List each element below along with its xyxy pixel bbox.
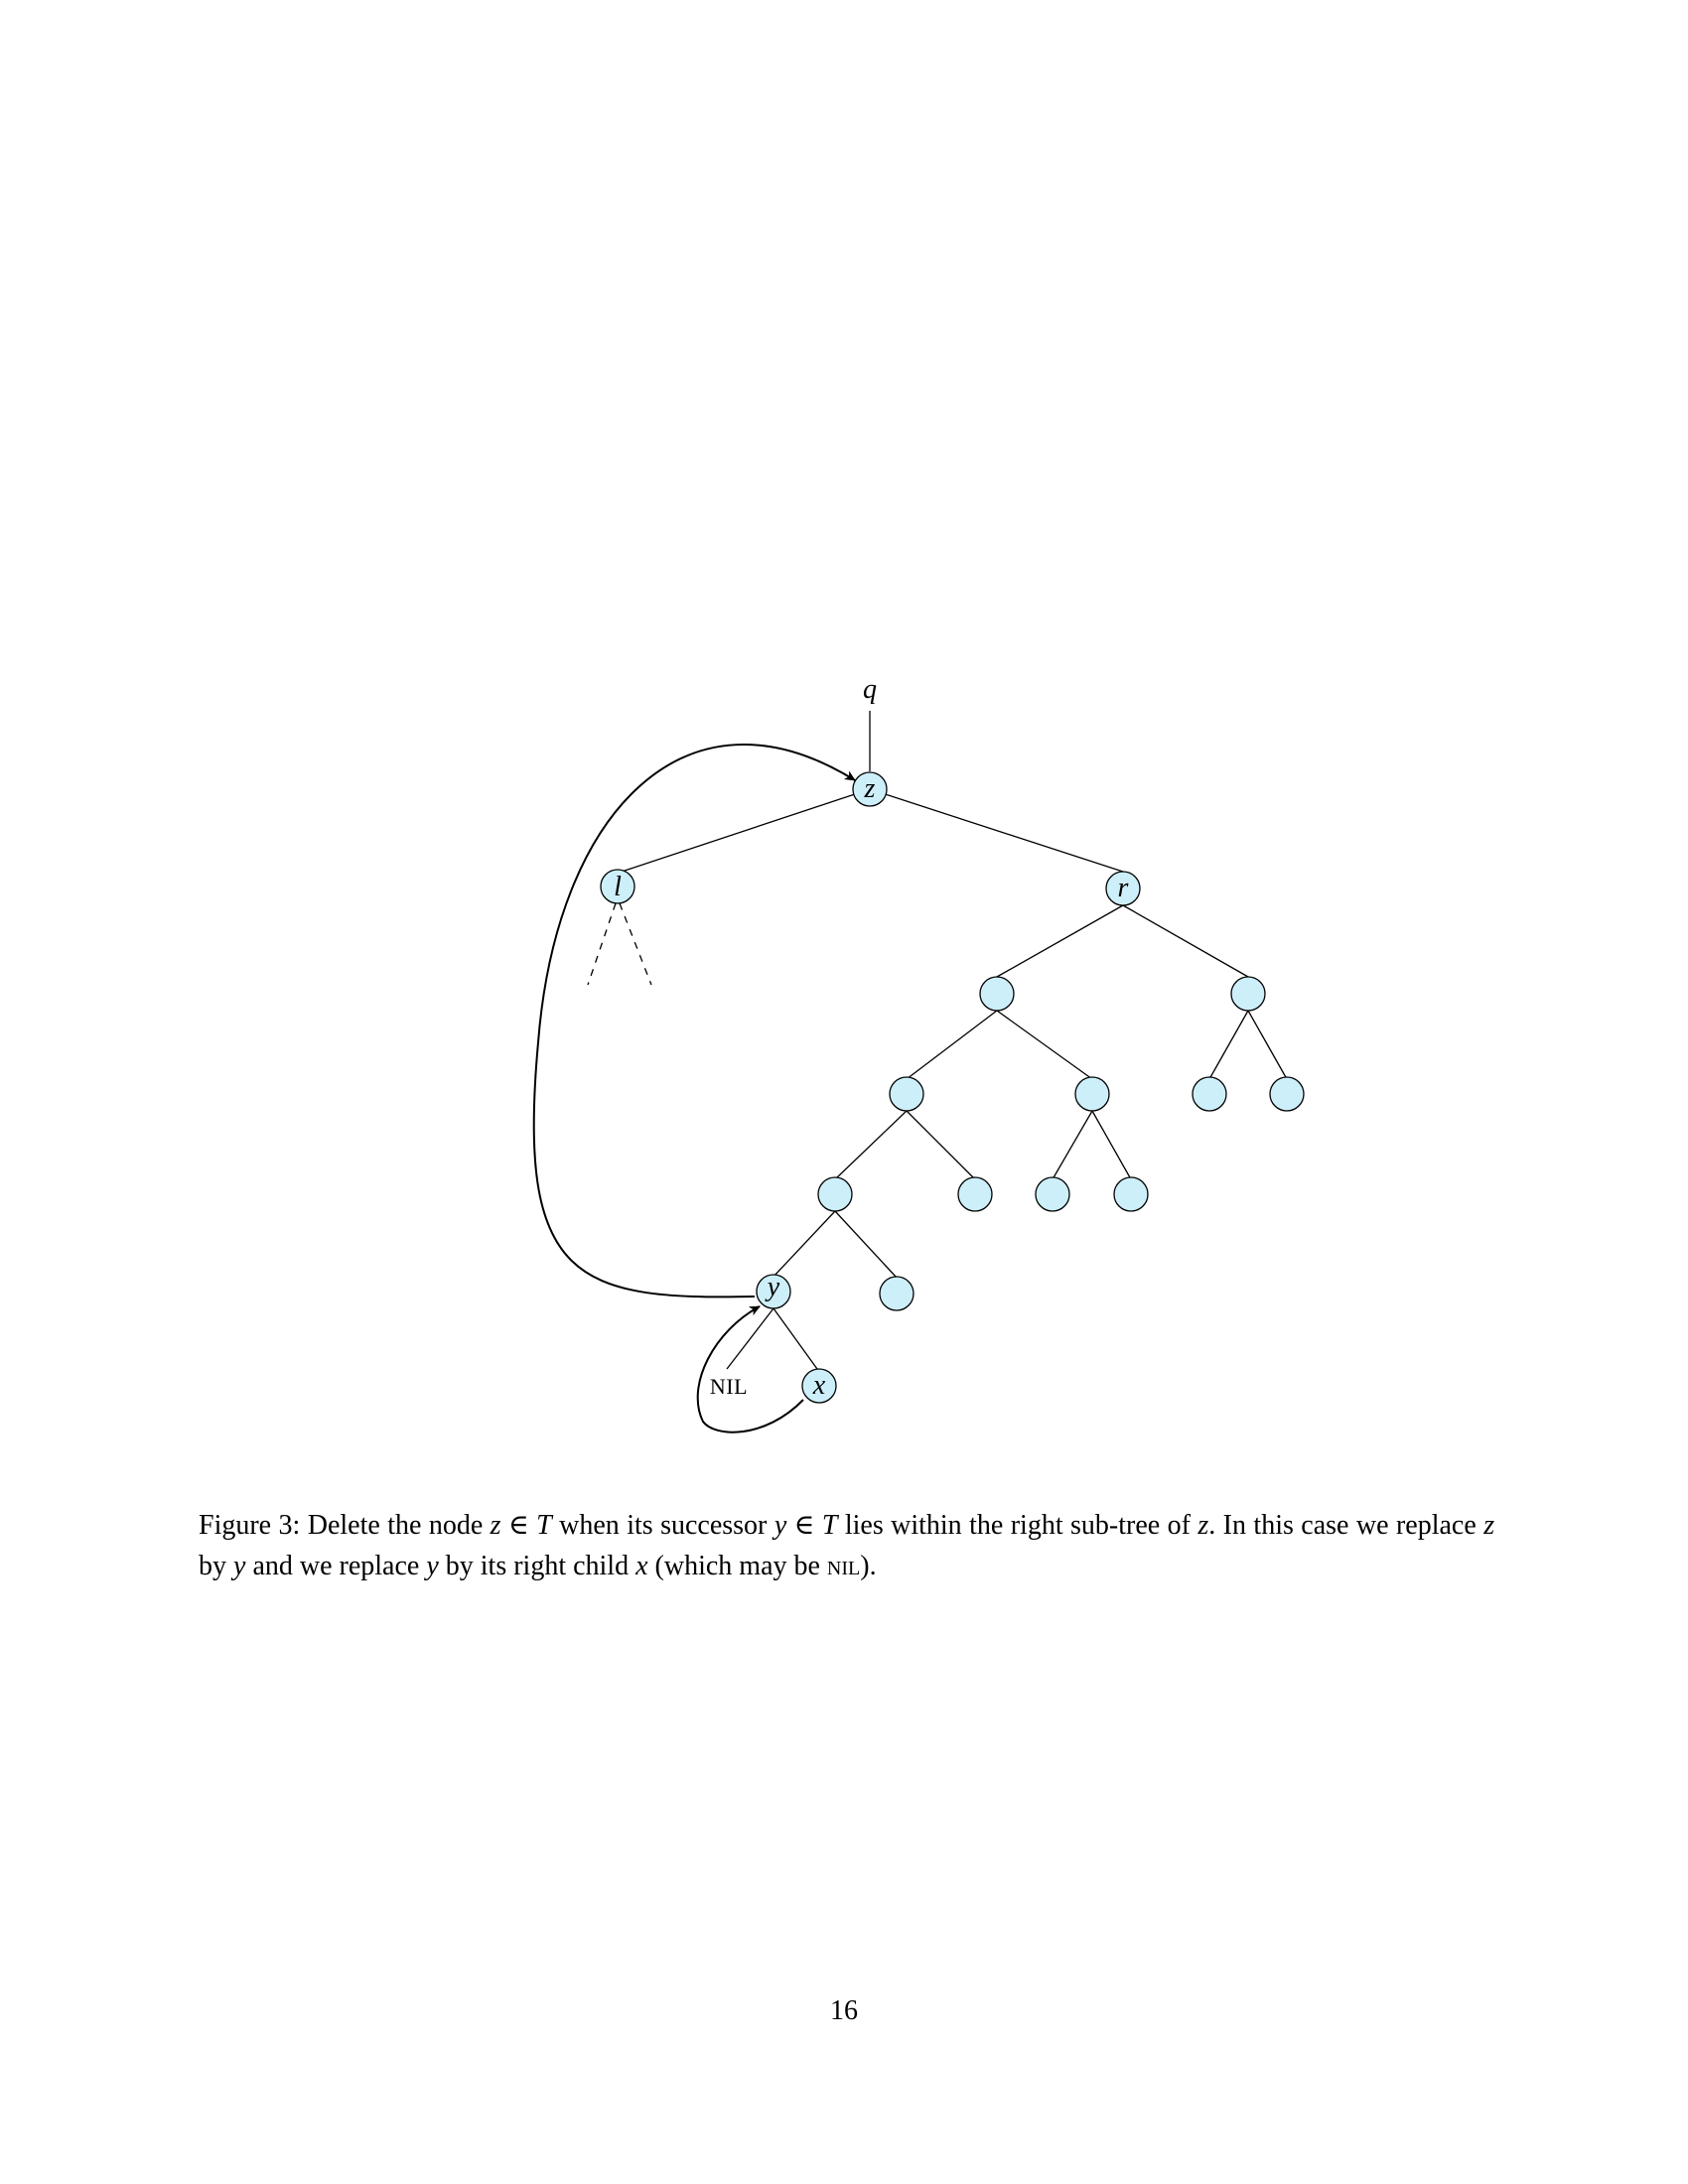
tree-node <box>979 976 1015 1012</box>
edge-a-d <box>996 1010 1093 1080</box>
tree-node <box>817 1176 853 1212</box>
label-r: r <box>1118 873 1129 903</box>
caption-text: ∈ <box>793 1510 815 1541</box>
tree-node <box>1192 1076 1227 1112</box>
caption-text: when its successor <box>559 1510 768 1541</box>
tree-node <box>1074 1076 1110 1112</box>
edge-z-r <box>869 788 1124 873</box>
edge-y-nil <box>726 1307 774 1370</box>
caption-nil: nil <box>826 1551 861 1581</box>
label-y: y <box>765 1272 780 1302</box>
node-x <box>801 1368 837 1404</box>
caption-text: ∈ <box>508 1510 529 1541</box>
caption-text: lies within the right sub-tree of <box>844 1510 1191 1541</box>
edge-y-x <box>773 1307 818 1370</box>
edge-g-y <box>772 1210 836 1279</box>
caption-math-T: T <box>536 1510 552 1541</box>
label-x: x <box>812 1370 826 1401</box>
caption-text: ). <box>860 1551 877 1581</box>
edge-a-c <box>906 1010 998 1080</box>
label-nil: NIL <box>710 1374 748 1399</box>
edge-c-h <box>906 1110 976 1180</box>
tree-node <box>1113 1176 1149 1212</box>
edge-c-g <box>834 1110 908 1180</box>
edge-r-a <box>996 904 1124 978</box>
caption-math-x: x <box>635 1551 648 1581</box>
tree-node <box>889 1076 924 1112</box>
label-l: l <box>614 872 622 902</box>
node-r <box>1105 871 1141 906</box>
caption-prefix: Figure 3: <box>199 1510 301 1541</box>
caption-text: Delete the node <box>307 1510 484 1541</box>
caption-math-T: T <box>821 1510 838 1541</box>
edge-b-e <box>1208 1010 1249 1080</box>
node-y <box>756 1274 791 1309</box>
edge-l-subtree-right <box>619 902 652 986</box>
node-z <box>852 771 888 807</box>
caption-text: (which may be <box>654 1551 820 1581</box>
arrow-y-replaces-z <box>532 744 856 1298</box>
edge-b-f <box>1247 1010 1288 1080</box>
edge-d-j <box>1091 1110 1132 1180</box>
caption-math-y: y <box>426 1551 439 1581</box>
edge-z-l <box>618 788 871 874</box>
arrow-x-replaces-y <box>696 1305 804 1433</box>
caption-text: by <box>199 1551 226 1581</box>
tree-node <box>957 1176 993 1212</box>
edge-g-k <box>834 1210 898 1279</box>
caption-math-y: y <box>774 1510 787 1541</box>
caption-math-y: y <box>233 1551 246 1581</box>
label-q: q <box>863 674 877 705</box>
edge-l-subtree-left <box>587 902 617 986</box>
caption-text: and we replace <box>252 1551 420 1581</box>
tree-node <box>879 1276 914 1311</box>
tree-node <box>1269 1076 1305 1112</box>
tree-node <box>1035 1176 1070 1212</box>
figure-caption: Figure 3: Delete the node z ∈ T when its… <box>199 1505 1494 1586</box>
edge-r-b <box>1122 904 1249 978</box>
caption-math-z: z <box>1483 1510 1495 1541</box>
page-number: 16 <box>830 1995 858 2026</box>
label-z: z <box>864 773 876 804</box>
caption-math-z: z <box>1197 1510 1209 1541</box>
binary-tree-deletion-figure: q z l r y x NIL <box>532 674 1305 1433</box>
caption-text: by its right child <box>445 1551 630 1581</box>
node-l <box>600 869 635 904</box>
caption-text: . In this case we replace <box>1208 1510 1477 1541</box>
edge-d-i <box>1052 1110 1093 1180</box>
caption-math-z: z <box>490 1510 501 1541</box>
tree-node <box>1230 976 1266 1012</box>
